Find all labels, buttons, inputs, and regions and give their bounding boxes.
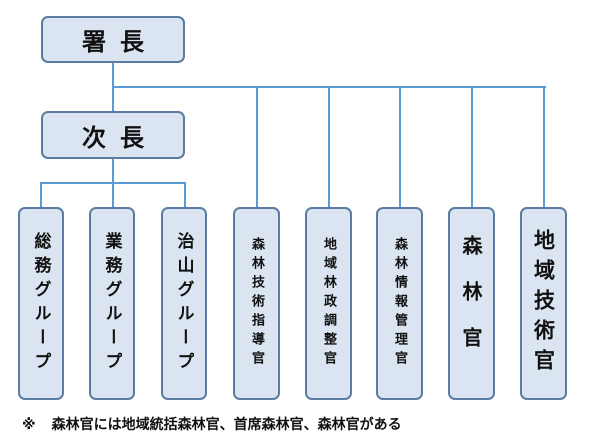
group-box-general-affairs: 総務グループ [18, 207, 64, 400]
group-box-operations: 業務グループ [89, 207, 135, 400]
connector-officer-4 [471, 86, 473, 208]
connector-officer-3 [399, 86, 401, 208]
connector-group-2 [112, 182, 114, 208]
deputy-box: 次長 [41, 111, 185, 159]
footnote-text: 森林官には地域統括森林官、首席森林官、森林官がある [51, 417, 402, 433]
group-box-erosion-control: 治山グループ [161, 207, 207, 400]
connector-group-1 [40, 182, 42, 208]
officer-box-regional-forest-administration: 地域林政調整官 [305, 207, 352, 400]
connector-group-3 [184, 182, 186, 208]
chief-box: 署長 [41, 16, 185, 63]
officer-box-forest-technical-guidance: 森林技術指導官 [233, 207, 280, 400]
officer-box-forest-information-management: 森林情報管理官 [376, 207, 423, 400]
footnote-mark: ※ [22, 417, 36, 433]
footnote: ※ 森林官には地域統括森林官、首席森林官、森林官がある [22, 414, 402, 434]
connector-officer-5 [543, 86, 545, 208]
officer-box-regional-technical: 地域技術官 [520, 207, 567, 400]
connector-deputy-trunk [112, 158, 114, 184]
officer-box-forest-officer: 森林官 [448, 207, 495, 400]
connector-officer-1 [256, 86, 258, 208]
connector-officer-2 [328, 86, 330, 208]
